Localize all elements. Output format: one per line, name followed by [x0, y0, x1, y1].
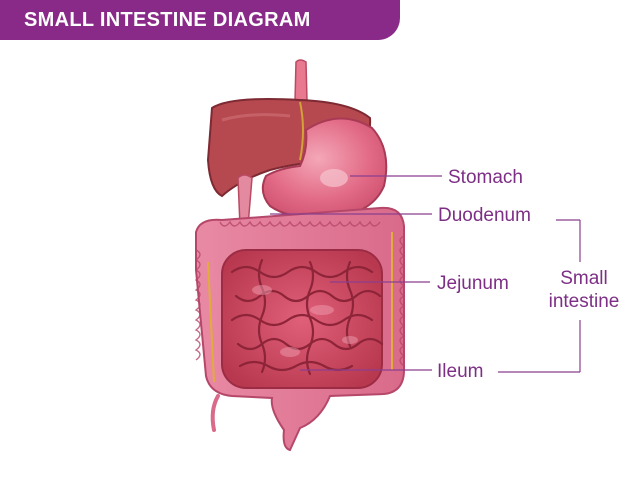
small-intestine-illustration: [221, 249, 383, 389]
label-jejunum: Jejunum: [437, 273, 509, 294]
label-stomach: Stomach: [448, 167, 523, 188]
leader-lines: [270, 175, 581, 373]
label-small-intestine-line2: intestine: [549, 291, 620, 312]
label-ileum: Ileum: [437, 361, 483, 382]
title-banner: SMALL INTESTINE DIAGRAM: [0, 0, 400, 40]
label-small-intestine-line1: Small: [560, 268, 608, 289]
label-duodenum: Duodenum: [438, 205, 531, 226]
diagram-title: SMALL INTESTINE DIAGRAM: [24, 8, 311, 31]
appendix-illustration: [210, 394, 220, 432]
